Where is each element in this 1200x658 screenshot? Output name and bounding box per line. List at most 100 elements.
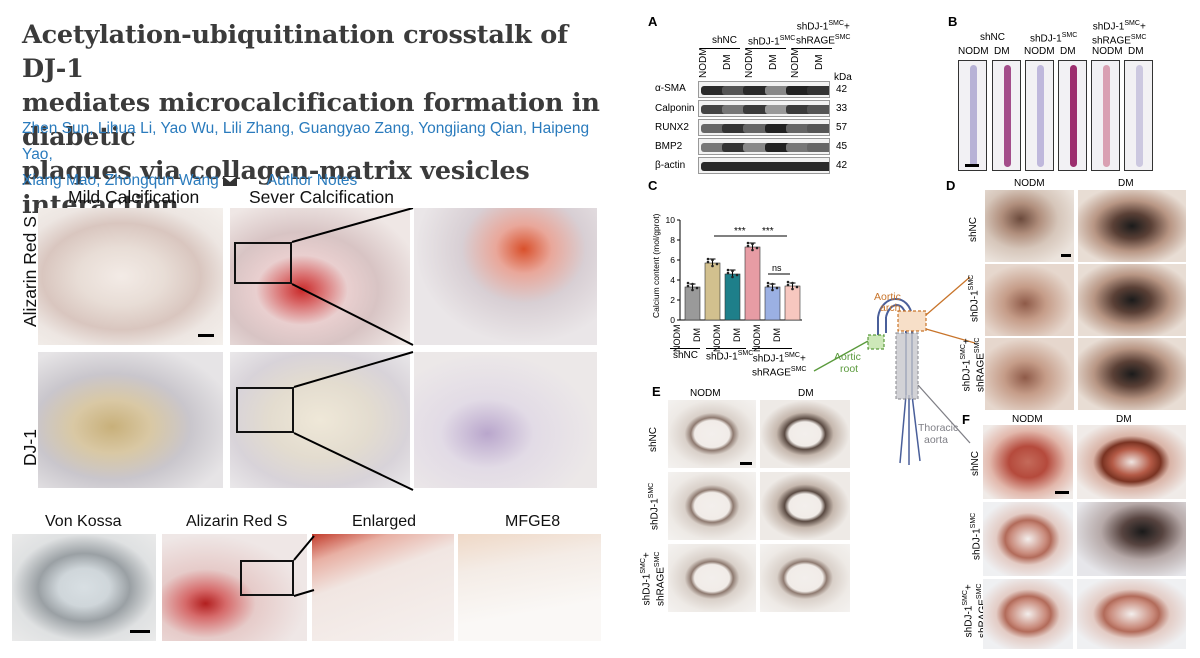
bar [724,273,741,321]
x-group-label: shDJ-1SMC+ shRAGESMC [752,350,806,379]
plus-sign: + [963,584,975,591]
author-link[interactable]: Guangyao Zang [298,120,410,137]
protein-label: RUNX2 [655,122,689,133]
plus-sign: + [843,21,850,33]
aorta-photo [1091,60,1120,171]
author-link[interactable]: Zhen Sun [22,120,90,137]
row-text: shDJ-1 [969,290,981,322]
blot-row [698,119,830,136]
author-notes-link[interactable]: Author Notes [266,172,358,189]
connector-line [291,283,414,346]
author-list: Zhen Sun, Lihua Li, Yao Wu, Lili Zhang, … [22,116,622,194]
histology-e [760,472,850,540]
col-label: NODM [690,388,721,399]
author-link[interactable]: Yao Wu [160,120,215,137]
scale-bar [1055,491,1069,494]
data-point [751,248,754,252]
root-region-box [867,334,885,350]
group-sup: SMC [1061,32,1078,39]
data-point [711,264,714,268]
data-point [795,285,799,289]
kda-value: 33 [836,103,848,114]
author-link[interactable]: Yongjiang Qian [418,120,523,137]
histology-e [668,544,756,612]
data-point [706,257,710,261]
data-point [695,286,699,290]
envelope-icon[interactable] [222,175,237,186]
row-sup: SMC [654,551,662,568]
row-sup: SMC [974,337,982,354]
x-group-label: shDJ-1SMC [706,350,753,362]
sig-label: *** [734,226,746,237]
histology-severe-dj1 [230,352,410,488]
data-point [791,287,794,291]
kda-value: 45 [836,141,848,152]
group-label: shNC [980,32,1006,43]
histology-f [983,579,1073,649]
group-label-line2: shRAGE [1092,35,1131,47]
histology-enlarged-ars [414,208,597,345]
data-point [746,244,750,248]
lane-label: NODM [1024,46,1055,57]
lane-label: DM [722,54,733,70]
group-underline [746,48,786,49]
panel-c-letter: C [648,178,658,193]
protein-label: β-actin [655,160,686,171]
row-label: shNC [970,450,981,476]
panel-e-letter: E [652,384,661,399]
data-point [686,281,690,285]
bar [684,286,701,321]
bar [704,262,721,321]
histology-e [760,400,850,468]
authors-line-1: Zhen Sun, Lihua Li, Yao Wu, Lili Zhang, … [22,120,590,163]
author-link[interactable]: Xiang Mao [22,172,97,189]
plus-sign: + [641,552,653,559]
inset-box [234,242,292,284]
data-point [766,284,770,288]
histology-d [985,190,1074,262]
group-sup: SMC [1124,20,1140,27]
row-text: shDJ-1 [963,605,975,638]
histology-f [1077,425,1186,499]
panel-a-group-2: shDJ-1SMC [748,35,795,47]
author-link[interactable]: Haipeng Yao [22,120,590,163]
row-label: shDJ-1SMC [648,483,660,530]
lane-label: NODM [744,47,755,78]
significance-markers: *** *** ns [714,226,790,275]
group-label: shDJ-1 [1092,21,1125,33]
kda-value: 42 [836,84,848,95]
histology-d [985,264,1074,336]
kda-value: 57 [836,122,848,133]
y-tick-label: 8 [670,235,675,245]
data-point [735,273,739,277]
author-link[interactable]: Lili Zhang [222,120,291,137]
aorta-branches [899,394,921,465]
group-label: shDJ-1 [748,36,780,48]
row-label: shDJ-1SMC+shRAGESMC [958,338,987,392]
data-point [775,286,779,290]
root-label: Aortic [834,351,861,363]
thoracic-label: aorta [924,434,948,446]
histology-mfge8 [458,534,601,641]
col-label: NODM [1012,414,1043,425]
data-point [686,284,690,288]
connector-line [293,351,414,388]
aorta-photo [1025,60,1054,171]
aorta-diagram: Aortic arch Aortic root Thoracic aorta [813,276,975,465]
author-link[interactable]: Zhongqun Wang [104,172,219,189]
histology-e [668,400,756,468]
group-label-line2: shRAGE [752,367,791,379]
col-label-mild: Mild Calcification [68,187,200,207]
data-point [726,271,730,275]
panel-a-group-3: shDJ-1SMC+ shRAGESMC [796,18,850,47]
col-label: DM [1118,178,1134,189]
plus-sign: + [961,338,973,345]
data-point [751,242,754,246]
aorta-vessel [877,317,887,335]
scale-bar [130,630,150,633]
author-link[interactable]: Lihua Li [97,120,153,137]
root-pointer [813,340,869,372]
connector-line [293,535,315,561]
panel-d-letter: D [946,178,956,193]
